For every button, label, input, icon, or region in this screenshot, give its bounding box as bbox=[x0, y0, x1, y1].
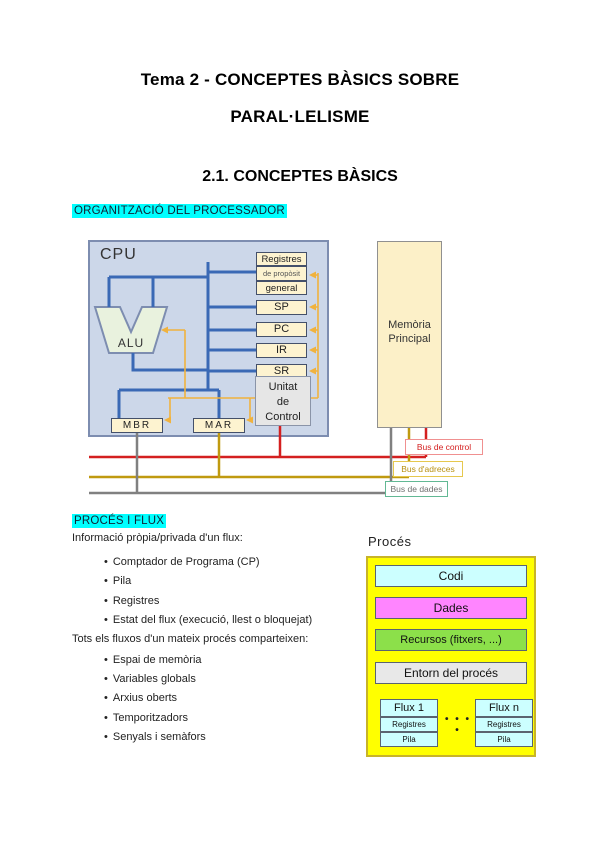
register-stack-registres: Registres bbox=[256, 252, 307, 266]
list-item: Arxius oberts bbox=[104, 692, 177, 704]
control-unit-line1: Unitat bbox=[268, 381, 298, 393]
register-stack-proposit: de propòsit bbox=[256, 266, 307, 281]
ellipsis-dots: • • • • bbox=[444, 714, 472, 736]
main-memory-label-line2: Principal bbox=[388, 333, 431, 345]
flux-1-registres: Registres bbox=[380, 717, 438, 732]
control-unit-line2: de bbox=[276, 396, 290, 408]
control-bus-label: Bus de control bbox=[405, 439, 483, 455]
flux-1-stack: Flux 1 Registres Pila bbox=[380, 699, 438, 747]
page-title-line1: Tema 2 - CONCEPTES BÀSICS SOBRE bbox=[140, 70, 460, 89]
register-sp: SP bbox=[256, 300, 307, 315]
main-memory-box bbox=[377, 241, 442, 428]
cpu-label: CPU bbox=[100, 246, 137, 263]
register-ir: IR bbox=[256, 343, 307, 358]
control-unit-line3: Control bbox=[265, 411, 301, 423]
proces-intro2: Tots els fluxos d'un mateix procés compa… bbox=[72, 633, 309, 645]
mbr-register: MBR bbox=[111, 418, 163, 433]
proces-row-recursos: Recursos (fitxers, ...) bbox=[375, 629, 527, 651]
list-item: Temporitzadors bbox=[104, 712, 188, 724]
mar-register: MAR bbox=[193, 418, 245, 433]
proces-row-entorn: Entorn del procés bbox=[375, 662, 527, 684]
cpu-section-heading: ORGANITZACIÓ DEL PROCESSADOR bbox=[72, 201, 287, 219]
alu-label: ALU bbox=[117, 336, 145, 350]
list-item: Estat del flux (execució, llest o bloque… bbox=[104, 614, 312, 626]
proces-diagram-title: Procés bbox=[368, 534, 412, 549]
highlighted-heading: ORGANITZACIÓ DEL PROCESSADOR bbox=[72, 204, 287, 218]
main-memory-label: Memòria Principal bbox=[377, 318, 442, 346]
list-item: Espai de memòria bbox=[104, 654, 202, 666]
flux-n-pila: Pila bbox=[475, 732, 533, 747]
page-title-line2: PARAL·LELISME bbox=[230, 107, 370, 126]
flux-n-stack: Flux n Registres Pila bbox=[475, 699, 533, 747]
list-item: Variables globals bbox=[104, 673, 196, 685]
list-item: Senyals i semàfors bbox=[104, 731, 206, 743]
control-unit-box: Unitat de Control bbox=[255, 376, 311, 426]
flux-1-title: Flux 1 bbox=[380, 699, 438, 717]
register-stack-general: general bbox=[256, 281, 307, 295]
address-bus-label: Bus d'adreces bbox=[393, 461, 463, 477]
data-bus-line bbox=[89, 428, 393, 495]
data-bus-label: Bus de dades bbox=[385, 481, 448, 497]
main-memory-label-line1: Memòria bbox=[388, 319, 431, 331]
flux-n-title: Flux n bbox=[475, 699, 533, 717]
section-heading: 2.1. CONCEPTES BÀSICS bbox=[202, 168, 398, 185]
list-item: Comptador de Programa (CP) bbox=[104, 556, 260, 568]
highlighted-heading-proces: PROCÉS I FLUX bbox=[72, 514, 167, 528]
list-item: Registres bbox=[104, 595, 159, 607]
register-pc: PC bbox=[256, 322, 307, 337]
proces-section-heading: PROCÉS I FLUX bbox=[72, 511, 167, 529]
proces-row-dades: Dades bbox=[375, 597, 527, 619]
proces-intro1: Informació pròpia/privada d'un flux: bbox=[72, 532, 243, 544]
proces-row-codi: Codi bbox=[375, 565, 527, 587]
list-item: Pila bbox=[104, 575, 131, 587]
flux-1-pila: Pila bbox=[380, 732, 438, 747]
flux-n-registres: Registres bbox=[475, 717, 533, 732]
